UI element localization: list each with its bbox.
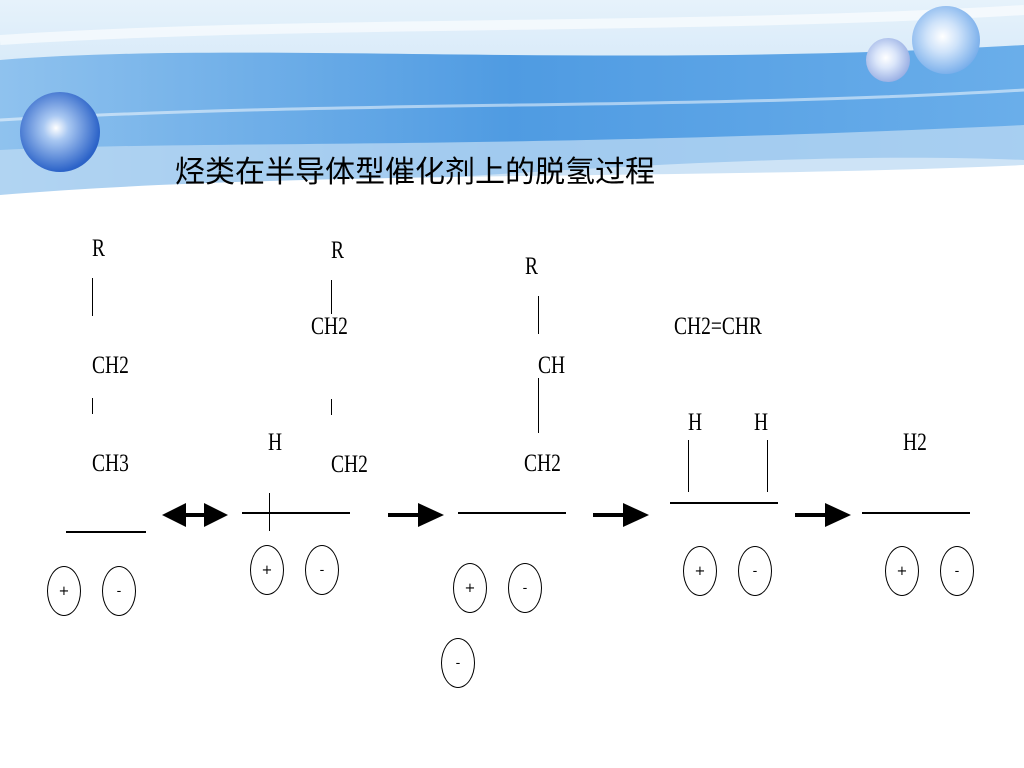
stage3-surface-line bbox=[458, 512, 566, 514]
stage3-charge-negative: - bbox=[508, 563, 542, 613]
stage1-label-ch3: CH3 bbox=[92, 450, 129, 477]
stage3-charge-positive: + bbox=[453, 563, 487, 613]
stage5-charge-negative: - bbox=[940, 546, 974, 596]
slide-title: 烃类在半导体型催化剂上的脱氢过程 bbox=[175, 155, 655, 190]
stage5-surface-line bbox=[862, 512, 970, 514]
stage3-bond-2 bbox=[538, 378, 539, 433]
stage4-label-h-left: H bbox=[688, 409, 703, 436]
stage4-h-bond-left bbox=[688, 440, 689, 492]
reversible-arrow bbox=[162, 503, 228, 527]
stage1-charge-negative: - bbox=[102, 566, 136, 616]
stage1-label-ch2: CH2 bbox=[92, 352, 129, 379]
stage1-surface-line bbox=[66, 531, 146, 533]
stage1-bond-1 bbox=[92, 278, 93, 316]
stage4-charge-positive: + bbox=[683, 546, 717, 596]
stage4-label-h-right: H bbox=[754, 409, 769, 436]
stage2-surface-line bbox=[242, 512, 350, 514]
stage4-charge-negative: - bbox=[738, 546, 772, 596]
forward-arrow-2 bbox=[593, 503, 649, 527]
stage4-surface-line bbox=[670, 502, 778, 504]
stage3-label-r: R bbox=[525, 253, 539, 280]
stage3-charge-negative-extra: - bbox=[441, 638, 475, 688]
stage1-bond-2 bbox=[92, 398, 93, 414]
forward-arrow-1 bbox=[388, 503, 444, 527]
stage4-h-bond-right bbox=[767, 440, 768, 492]
stage1-label-r: R bbox=[92, 235, 106, 262]
stage3-label-ch2: CH2 bbox=[524, 450, 561, 477]
stage4-label-ch2-chr: CH2=CHR bbox=[674, 313, 762, 340]
stage5-label-h2: H2 bbox=[903, 429, 927, 456]
stage2-label-r: R bbox=[331, 237, 345, 264]
stage3-label-ch: CH bbox=[538, 352, 566, 379]
decorative-orb-right-large bbox=[912, 6, 980, 74]
stage1-charge-positive: + bbox=[47, 566, 81, 616]
decorative-orb-left bbox=[20, 92, 100, 172]
decorative-orb-right-small bbox=[866, 38, 910, 82]
stage2-label-h: H bbox=[268, 429, 283, 456]
stage2-bond-1 bbox=[331, 280, 332, 314]
stage2-label-ch2-lower: CH2 bbox=[331, 451, 368, 478]
stage2-charge-negative: - bbox=[305, 545, 339, 595]
stage2-label-ch2-upper: CH2 bbox=[311, 313, 348, 340]
header-wave-graphic bbox=[0, 0, 1024, 230]
stage3-bond-1 bbox=[538, 296, 539, 334]
forward-arrow-3 bbox=[795, 503, 851, 527]
slide-header-banner bbox=[0, 0, 1024, 230]
stage2-bond-2 bbox=[331, 399, 332, 415]
stage2-charge-positive: + bbox=[250, 545, 284, 595]
stage5-charge-positive: + bbox=[885, 546, 919, 596]
